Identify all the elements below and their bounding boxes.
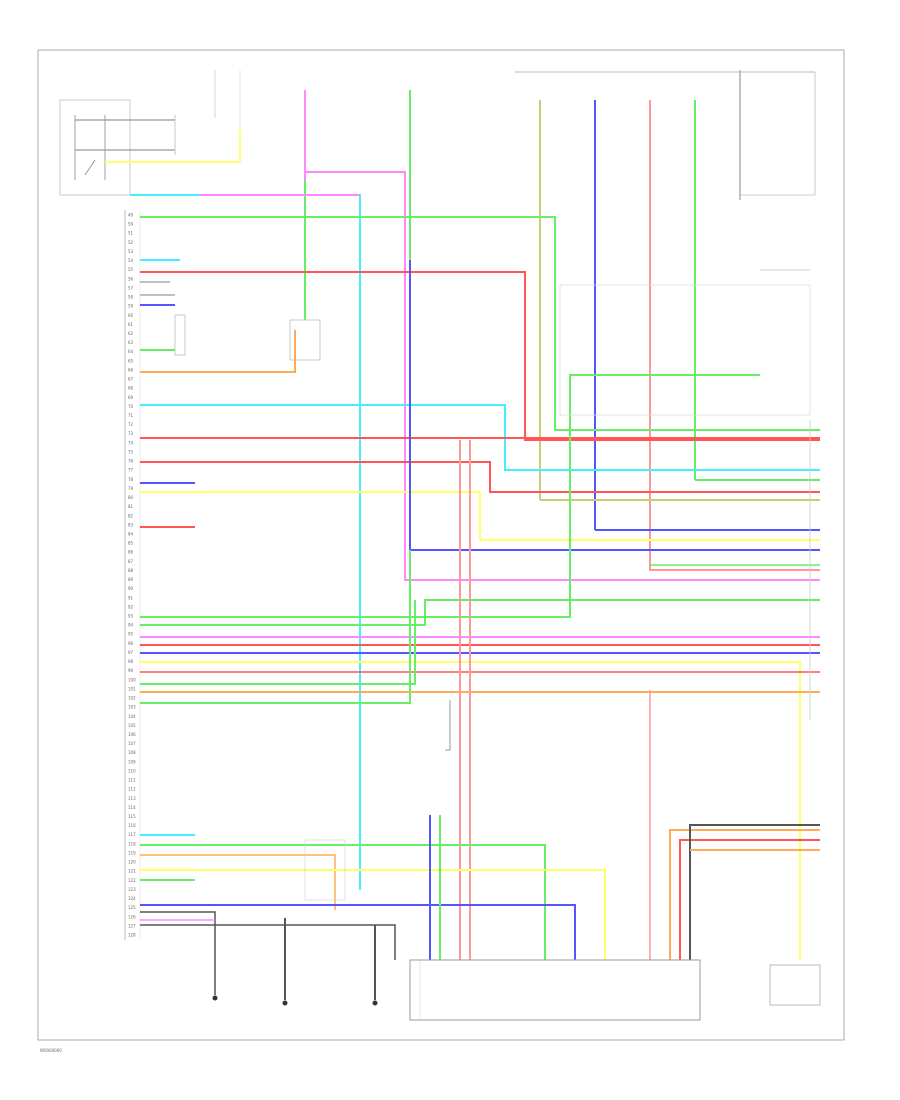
ecm-pin-label: 53 bbox=[128, 249, 134, 254]
ecm-pin-label: 113 bbox=[128, 796, 136, 801]
ecm-pin-label: 78 bbox=[128, 477, 134, 482]
ecm-pin-label: 104 bbox=[128, 714, 136, 719]
ecm-pin-label: 67 bbox=[128, 377, 134, 382]
ecm-pin-label: 63 bbox=[128, 340, 134, 345]
ecm-pin-label: 52 bbox=[128, 240, 134, 245]
ecm-pin-label: 99 bbox=[128, 668, 134, 673]
ecm-pin-label: 124 bbox=[128, 896, 136, 901]
ecm-pin-label: 96 bbox=[128, 641, 134, 646]
ecm-pin-label: 119 bbox=[128, 850, 136, 855]
ecm-pin-label: 120 bbox=[128, 860, 136, 865]
ecm-pin-label: 89 bbox=[128, 577, 134, 582]
ecm-pin-label: 61 bbox=[128, 322, 134, 327]
ecm-pin-label: 122 bbox=[128, 878, 136, 883]
ecm-pin-label: 76 bbox=[128, 459, 134, 464]
ecm-pin-label: 65 bbox=[128, 358, 134, 363]
ecm-pin-label: 114 bbox=[128, 805, 136, 810]
ecm-pin-label: 98 bbox=[128, 659, 134, 664]
diagram-frame bbox=[37, 49, 845, 1041]
ecm-pin-label: 83 bbox=[128, 522, 134, 527]
ecm-pin-label: 90 bbox=[128, 586, 134, 591]
ecm-pin-label: 85 bbox=[128, 541, 134, 546]
ecm-pin-label: 77 bbox=[128, 468, 134, 473]
ecm-pin-label: 84 bbox=[128, 531, 134, 536]
ecm-pin-label: 126 bbox=[128, 914, 136, 919]
ecm-pin-label: 128 bbox=[128, 933, 136, 938]
ecm-pin-label: 68 bbox=[128, 386, 134, 391]
ecm-pin-label: 116 bbox=[128, 823, 136, 828]
ecm-pin-label: 71 bbox=[128, 413, 134, 418]
ecm-pin-label: 127 bbox=[128, 923, 136, 928]
ecm-pin-label: 59 bbox=[128, 304, 134, 309]
ecm-pin-label: 118 bbox=[128, 841, 136, 846]
ecm-pin-label: 62 bbox=[128, 331, 134, 336]
ecm-pin-label: 82 bbox=[128, 513, 134, 518]
ecm-pin-label: 100 bbox=[128, 677, 136, 682]
combination-switch-box bbox=[59, 70, 241, 196]
ecm-pin-label: 73 bbox=[128, 431, 134, 436]
ecm-pin-label: 93 bbox=[128, 614, 134, 619]
left-subconnectors bbox=[174, 314, 346, 901]
ecm-pin-label: 55 bbox=[128, 267, 134, 272]
ecm-pin-label: 102 bbox=[128, 696, 136, 701]
bottom-connector bbox=[409, 959, 701, 1021]
footer-code: W0000000 bbox=[40, 1048, 62, 1053]
ecm-pin-label: 50 bbox=[128, 222, 134, 227]
ecm-pin-label: 108 bbox=[128, 750, 136, 755]
ecm-pin-label: 66 bbox=[128, 367, 134, 372]
ecm-pin-label: 49 bbox=[128, 213, 134, 218]
ecm-pin-label: 115 bbox=[128, 814, 136, 819]
ecm-pin-label: 91 bbox=[128, 595, 134, 600]
ecm-connector-column: 49 50 51 52 53 54 55 56 57 58 59 60 61 62 63 64 65 66 67 68… bbox=[124, 210, 141, 940]
ecm-pin-label: 110 bbox=[128, 768, 136, 773]
wire-harness bbox=[130, 171, 820, 1000]
right-terminal-block bbox=[559, 269, 811, 720]
ecm-pin-label: 94 bbox=[128, 623, 134, 628]
ecm-pin-label: 74 bbox=[128, 440, 134, 445]
ecm-pin-label: 121 bbox=[128, 869, 136, 874]
fuse-drops bbox=[304, 70, 816, 560]
ecm-pin-label: 69 bbox=[128, 395, 134, 400]
ecm-pin-label: 103 bbox=[128, 705, 136, 710]
ecm-pin-label: 64 bbox=[128, 349, 134, 354]
ecm-pin-label: 123 bbox=[128, 887, 136, 892]
ecm-pin-label: 79 bbox=[128, 486, 134, 491]
ecm-pin-label: 87 bbox=[128, 559, 134, 564]
right-module bbox=[769, 964, 821, 1006]
ecm-pin-label: 107 bbox=[128, 741, 136, 746]
ecm-pin-label: 81 bbox=[128, 504, 134, 509]
ecm-pin-label: 86 bbox=[128, 550, 134, 555]
ecm-pin-label: 70 bbox=[128, 404, 134, 409]
ecm-pin-label: 72 bbox=[128, 422, 134, 427]
ecm-pin-label: 60 bbox=[128, 313, 134, 318]
ecm-pin-label: 95 bbox=[128, 632, 134, 637]
ecm-pin-label: 75 bbox=[128, 449, 134, 454]
ecm-pin-label: 80 bbox=[128, 495, 134, 500]
ecm-pin-label: 105 bbox=[128, 723, 136, 728]
ecm-pin-label: 57 bbox=[128, 285, 134, 290]
ecm-pin-label: 97 bbox=[128, 650, 134, 655]
ground-symbols bbox=[212, 995, 378, 1006]
ecm-pin-label: 117 bbox=[128, 832, 136, 837]
ecm-pin-label: 106 bbox=[128, 732, 136, 737]
ecm-pin-label: 125 bbox=[128, 905, 136, 910]
ecm-pin-label: 109 bbox=[128, 759, 136, 764]
ecm-pin-label: 56 bbox=[128, 276, 134, 281]
ecm-pin-label: 111 bbox=[128, 778, 136, 783]
ecm-pin-label: 51 bbox=[128, 231, 134, 236]
ecm-pin-label: 54 bbox=[128, 258, 134, 263]
ecm-pin-label: 101 bbox=[128, 686, 136, 691]
ecm-pin-label: 92 bbox=[128, 604, 134, 609]
ecm-pin-label: 58 bbox=[128, 295, 134, 300]
ecm-pin-label: 88 bbox=[128, 568, 134, 573]
ecm-pin-label: 112 bbox=[128, 787, 136, 792]
